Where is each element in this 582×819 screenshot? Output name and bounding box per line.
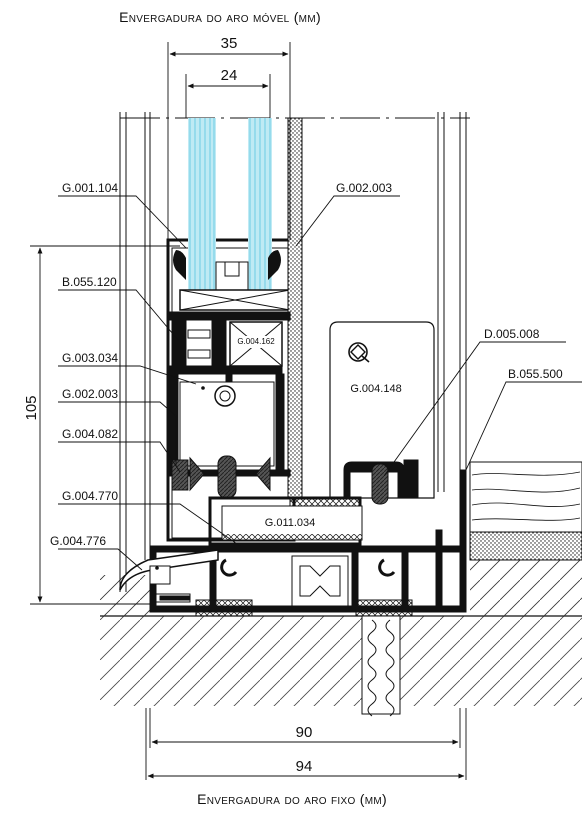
bottom-sash-gaskets xyxy=(171,455,271,499)
drip-nose xyxy=(119,549,219,591)
label-g004148: G.004.148 xyxy=(350,383,401,395)
q-logo-icon xyxy=(348,342,370,363)
fixed-frame-top xyxy=(343,459,419,505)
footer-caption: Envergadura do aro fixo (mm) xyxy=(197,791,387,807)
label-g004162: G.004.162 xyxy=(237,337,275,346)
label-g003034: G.003.034 xyxy=(62,351,118,365)
spacer-block xyxy=(229,321,283,367)
frame-lines xyxy=(119,112,470,592)
glass-unit xyxy=(179,118,291,311)
dim-height xyxy=(30,245,180,605)
label-b055500: B.055.500 xyxy=(508,367,563,381)
dim-bottom-inner: 90 xyxy=(296,724,313,741)
dim-top-inner: 24 xyxy=(221,67,238,84)
glazing-gaskets xyxy=(173,250,281,280)
leader-lines xyxy=(58,195,582,571)
label-g001104: G.001.104 xyxy=(62,181,118,195)
dim-top-outer: 35 xyxy=(221,35,238,52)
insulation-strip xyxy=(361,615,401,717)
cover-plate xyxy=(329,321,435,499)
label-g011034: G.011.034 xyxy=(265,517,316,529)
label-g002003-mid: G.002.003 xyxy=(62,387,118,401)
dim-bottom xyxy=(145,708,467,780)
label-d005008: D.005.008 xyxy=(484,327,540,341)
label-b055120: B.055.120 xyxy=(62,275,117,289)
dim-top xyxy=(167,42,291,240)
dim-bottom-outer: 94 xyxy=(296,758,313,775)
wall-right xyxy=(469,461,582,561)
header-caption: Envergadura do aro móvel (mm) xyxy=(119,9,321,25)
label-g004082: G.004.082 xyxy=(62,427,118,441)
label-g002003-top: G.002.003 xyxy=(336,181,392,195)
label-g004770: G.004.770 xyxy=(62,489,118,503)
dim-height-value: 105 xyxy=(23,395,40,420)
inner-chamber xyxy=(179,381,275,467)
label-g004776: G.004.776 xyxy=(50,534,106,548)
bottom-channel xyxy=(208,496,363,546)
thermal-break xyxy=(195,555,413,617)
